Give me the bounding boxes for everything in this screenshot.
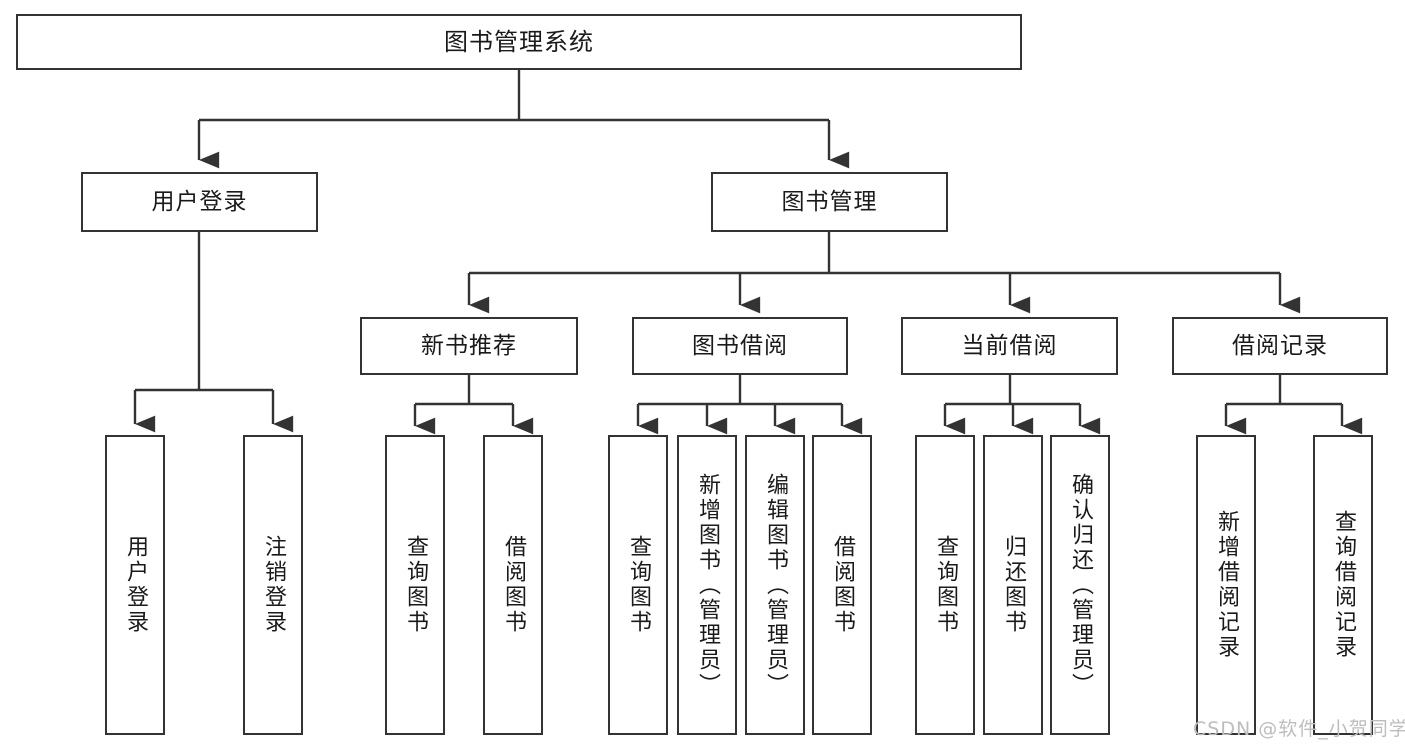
node-label: 编辑图书（管理员） [763, 472, 788, 698]
node-leaf-return-book[interactable]: 归还图书 [983, 435, 1043, 735]
node-label: 查询图书 [403, 535, 428, 635]
node-label: 查询图书 [626, 535, 651, 635]
node-label: 注销登录 [261, 535, 286, 635]
node-label: 借阅图书 [501, 535, 526, 635]
node-current-borrow[interactable]: 当前借阅 [901, 317, 1118, 375]
node-label: 归还图书 [1001, 535, 1026, 635]
node-leaf-borrow-book-recommend[interactable]: 借阅图书 [483, 435, 543, 735]
node-leaf-add-borrow-record[interactable]: 新增借阅记录 [1196, 435, 1256, 735]
node-label: 新增图书（管理员） [695, 472, 720, 698]
node-leaf-query-book-recommend[interactable]: 查询图书 [385, 435, 445, 735]
node-leaf-add-book-admin[interactable]: 新增图书（管理员） [677, 435, 737, 735]
node-leaf-borrow-book[interactable]: 借阅图书 [812, 435, 872, 735]
node-leaf-logout[interactable]: 注销登录 [243, 435, 303, 735]
node-label: 查询借阅记录 [1331, 510, 1356, 660]
node-label: 确认归还（管理员） [1068, 472, 1093, 698]
node-label: 查询图书 [933, 535, 958, 635]
node-label: 图书管理 [781, 188, 878, 215]
node-root-book-management-system[interactable]: 图书管理系统 [16, 14, 1022, 70]
node-label: 图书借阅 [692, 332, 788, 359]
node-label: 用户登录 [123, 535, 148, 635]
node-book-borrow[interactable]: 图书借阅 [632, 317, 848, 375]
node-leaf-query-book-borrow[interactable]: 查询图书 [608, 435, 668, 735]
node-leaf-user-login[interactable]: 用户登录 [105, 435, 165, 735]
node-user-login[interactable]: 用户登录 [81, 172, 318, 232]
csdn-watermark: CSDN @软件_小贺同学 [1193, 718, 1405, 740]
node-leaf-query-borrow-record[interactable]: 查询借阅记录 [1313, 435, 1373, 735]
node-label: 图书管理系统 [444, 28, 594, 56]
node-new-book-recommend[interactable]: 新书推荐 [360, 317, 578, 375]
node-leaf-confirm-return-admin[interactable]: 确认归还（管理员） [1050, 435, 1110, 735]
node-leaf-edit-book-admin[interactable]: 编辑图书（管理员） [745, 435, 805, 735]
node-label: 用户登录 [151, 188, 248, 215]
node-label: 借阅记录 [1232, 332, 1328, 359]
node-label: 借阅图书 [830, 535, 855, 635]
node-book-management[interactable]: 图书管理 [711, 172, 948, 232]
node-borrow-record[interactable]: 借阅记录 [1172, 317, 1388, 375]
node-label: 新增借阅记录 [1214, 510, 1239, 660]
node-leaf-query-book-current[interactable]: 查询图书 [915, 435, 975, 735]
node-label: 新书推荐 [421, 332, 517, 359]
node-label: 当前借阅 [961, 332, 1058, 359]
